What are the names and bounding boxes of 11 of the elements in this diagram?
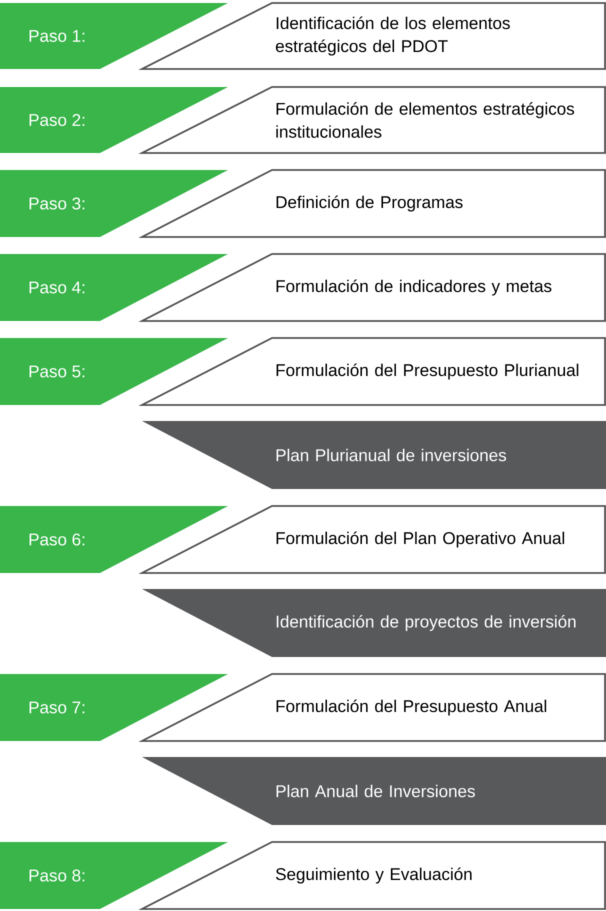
step-label: Paso 1: [0,3,228,69]
output-band: Identificación de proyectos de inversión [142,589,606,657]
step-label: Paso 3: [0,170,228,237]
step-label: Paso 2: [0,87,228,153]
step-label: Paso 4: [0,254,228,321]
step-label: Paso 8: [0,842,228,909]
output-band: Plan Plurianual de inversiones [142,421,606,489]
step-label: Paso 6: [0,506,228,573]
output-band: Plan Anual de Inversiones [142,757,606,825]
step-label: Paso 7: [0,674,228,741]
step-label: Paso 5: [0,338,228,405]
